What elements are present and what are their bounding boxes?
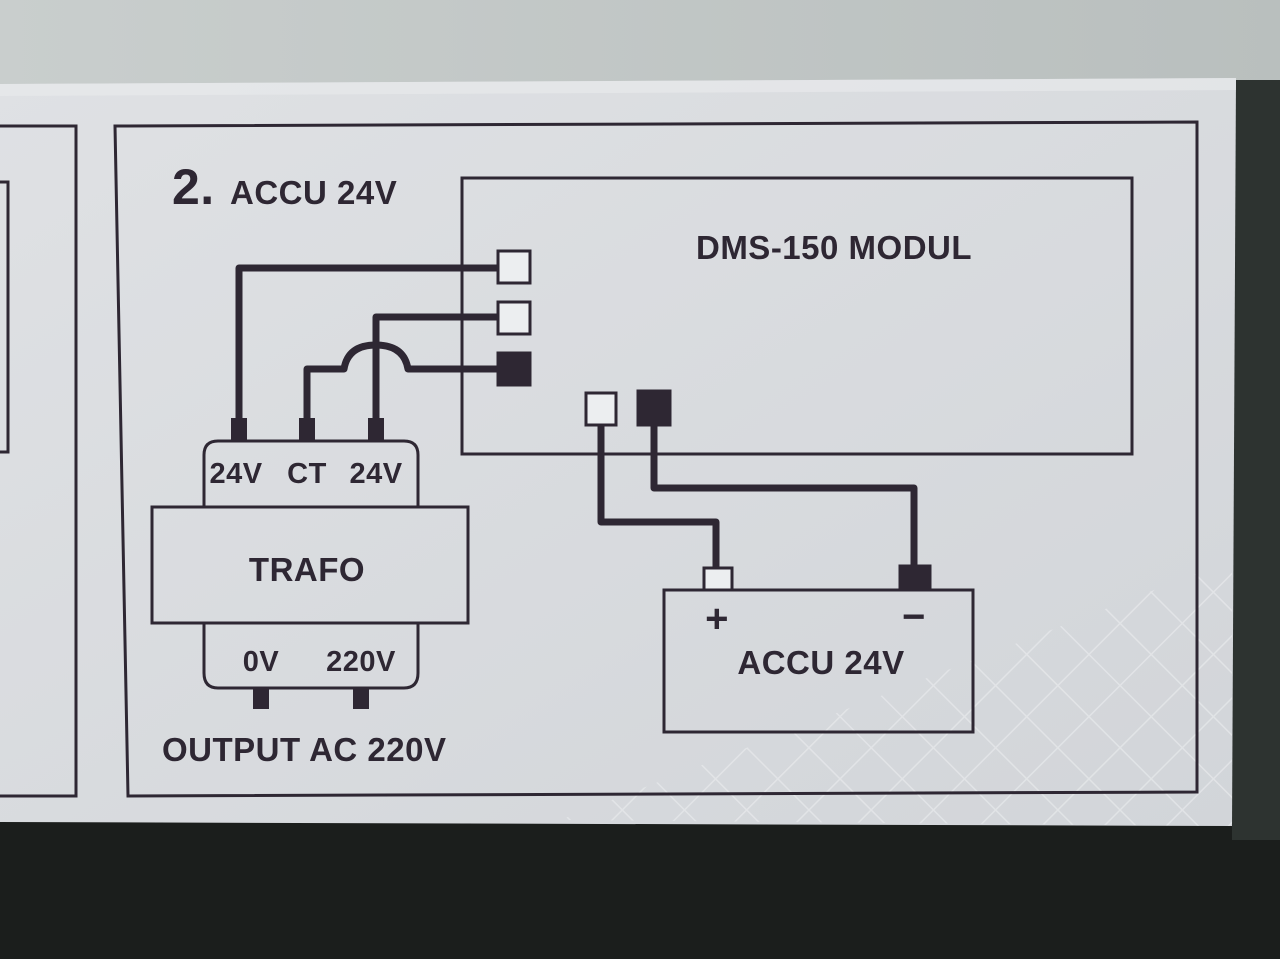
trafo-tap-label-220v: 220V bbox=[326, 646, 396, 678]
box-top-highlight bbox=[0, 78, 1236, 96]
transformer-label: TRAFO bbox=[248, 551, 366, 588]
transformer-body bbox=[150, 505, 470, 625]
module-label: DMS-150 MODUL bbox=[695, 229, 973, 266]
bottom-shadow bbox=[0, 820, 1280, 959]
trafo-pin-220v bbox=[353, 689, 369, 709]
output-label: OUTPUT AC 220V bbox=[162, 731, 447, 768]
box-side-edge bbox=[1232, 80, 1280, 840]
trafo-pin-24v-left bbox=[231, 418, 247, 440]
step-number: 2. bbox=[172, 159, 215, 215]
module-terminal-3 bbox=[496, 351, 532, 387]
wire-battery-minus bbox=[650, 425, 918, 568]
diamond-texture bbox=[560, 560, 1232, 826]
panel-frame bbox=[113, 120, 1199, 798]
transformer-primary-cap bbox=[202, 623, 420, 690]
trafo-tap-label-24v-right: 24V bbox=[349, 458, 403, 490]
battery-post-minus bbox=[898, 564, 932, 592]
module-terminal-plus bbox=[584, 391, 618, 427]
wire-24v-right bbox=[372, 313, 498, 420]
trafo-pin-0v bbox=[253, 689, 269, 709]
battery-body bbox=[662, 588, 975, 734]
trafo-pin-ct bbox=[299, 418, 315, 440]
diagram-title: ACCU 24V bbox=[230, 174, 398, 211]
battery-label: ACCU 24V bbox=[737, 644, 905, 681]
trafo-pin-24v-right bbox=[368, 418, 384, 440]
left-panel-frame bbox=[0, 124, 78, 798]
wire-battery-plus bbox=[597, 425, 720, 570]
wire-24v-left bbox=[235, 264, 498, 420]
trafo-tap-label-ct: CT bbox=[287, 458, 327, 490]
transformer-secondary-cap bbox=[202, 439, 420, 508]
module-terminal-1 bbox=[496, 249, 532, 285]
battery-plus-sign: + bbox=[705, 597, 729, 641]
battery-minus-sign: − bbox=[902, 595, 926, 639]
module-terminal-2 bbox=[496, 300, 532, 336]
trafo-tap-label-0v: 0V bbox=[242, 646, 280, 678]
module-terminal-minus bbox=[636, 389, 672, 427]
left-panel-inner bbox=[0, 180, 10, 454]
wire-ct bbox=[303, 341, 498, 420]
trafo-tap-label-24v-left: 24V bbox=[209, 458, 263, 490]
battery-post-plus bbox=[702, 566, 734, 592]
